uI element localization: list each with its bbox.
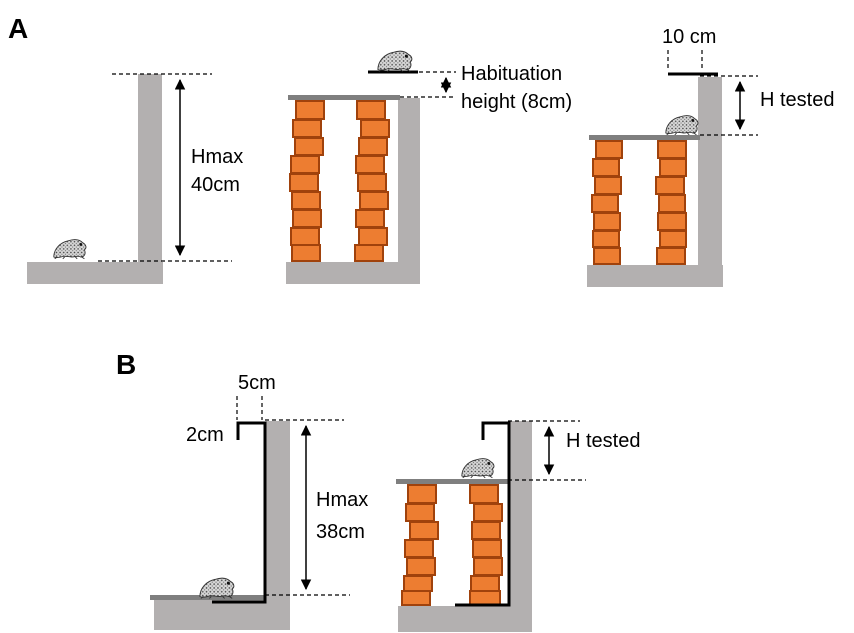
brick-stack-left (401, 484, 439, 606)
toad-icon (461, 458, 495, 479)
habituation-value: height (8cm) (461, 91, 572, 113)
toad-icon (53, 239, 87, 260)
brick-stack-left (289, 100, 325, 262)
toad-icon (665, 115, 699, 136)
platform (396, 479, 510, 484)
wall (510, 421, 532, 632)
wall (138, 74, 162, 284)
panel-b-letter: B (116, 349, 136, 380)
toad-icon (377, 50, 413, 72)
width-label: 5cm (238, 372, 276, 394)
panel-b-setup-2: H tested (396, 420, 640, 632)
brick-stack-left (591, 140, 623, 265)
hmax-label: Hmax (191, 146, 243, 168)
width-label: 10 cm (662, 26, 716, 48)
hmax-value: 40cm (191, 174, 240, 196)
hmax-label: Hmax (316, 489, 368, 511)
floor (27, 262, 163, 284)
h-tested-label: H tested (760, 89, 834, 111)
toad-icon (199, 577, 235, 599)
wall (266, 421, 290, 630)
panel-a-setup-2: Habituation height (8cm) (286, 50, 572, 284)
habituation-label: Habituation (461, 63, 562, 85)
floor (587, 265, 723, 287)
panel-b-setup-1: 5cm 2cm Hmax 38cm (150, 372, 368, 630)
wall (698, 77, 722, 287)
h-tested-label: H tested (566, 430, 640, 452)
floor (398, 606, 532, 632)
brick-stack-right (354, 100, 390, 262)
panel-a-letter: A (8, 13, 28, 44)
lip-label: 2cm (186, 424, 224, 446)
floor (286, 262, 420, 284)
brick-stack-right (469, 484, 503, 606)
platform (150, 595, 264, 600)
wall (398, 98, 420, 284)
smooth-liner (212, 421, 267, 604)
panel-a-setup-1: Hmax 40cm (27, 73, 243, 284)
panel-a-setup-3: 10 cm H tested (587, 26, 834, 287)
platform (288, 95, 400, 100)
hmax-value: 38cm (316, 521, 365, 543)
platform (589, 135, 700, 140)
brick-stack-right (655, 140, 687, 265)
smooth-liner (455, 421, 511, 607)
